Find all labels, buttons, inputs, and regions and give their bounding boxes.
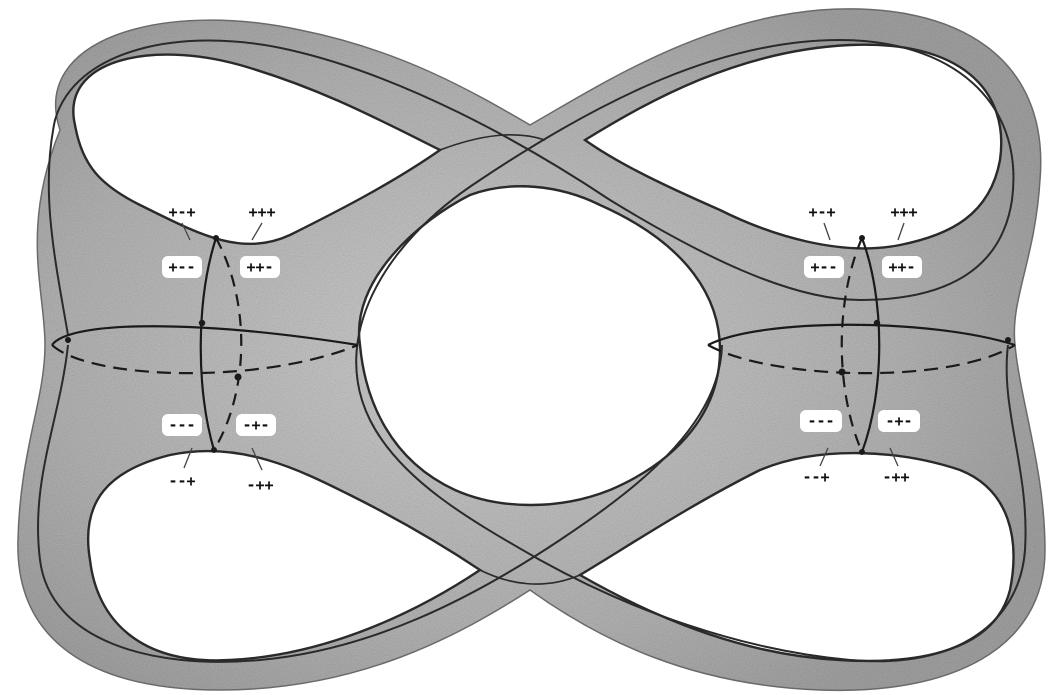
left-bottom-point [211, 447, 217, 453]
left-side-point [65, 337, 71, 343]
right-label-bottom-inner-left: --- [807, 412, 834, 430]
left-back-point [235, 374, 242, 381]
left-top-point [213, 235, 219, 241]
right-label-bottom-inner-right: -+- [885, 412, 912, 430]
right-label-bottom-outer-right: -++ [882, 468, 909, 486]
right-top-point [859, 235, 865, 241]
surface-body [18, 9, 1045, 690]
left-label-bottom-outer-right: -++ [246, 476, 273, 494]
right-bottom-point [859, 449, 865, 455]
right-label-top-inner-right: ++- [888, 258, 915, 276]
right-label-top-inner-left: +-- [810, 258, 837, 276]
left-label-bottom-inner-left: --- [168, 416, 195, 434]
right-label-top-outer-right: +++ [890, 203, 917, 221]
left-label-top-inner-right: ++- [246, 258, 273, 276]
right-label-bottom-outer-left: --+ [802, 468, 829, 486]
left-label-top-inner-left: +-- [168, 258, 195, 276]
left-label-top-outer-right: +++ [248, 203, 275, 221]
right-front-point [874, 320, 880, 326]
right-back-point [839, 369, 846, 376]
left-label-bottom-inner-right: -+- [242, 416, 269, 434]
right-label-top-outer-left: +-+ [808, 203, 835, 221]
left-front-point [199, 320, 205, 326]
left-label-bottom-outer-left: --+ [168, 472, 195, 490]
right-side-point [1005, 337, 1011, 343]
left-label-top-outer-left: +-+ [168, 203, 195, 221]
